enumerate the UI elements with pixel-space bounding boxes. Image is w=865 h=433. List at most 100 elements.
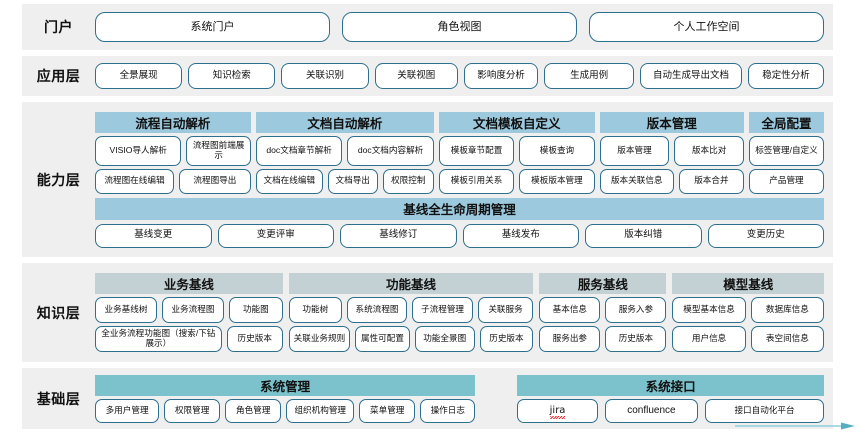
lifecycle-item-change-history[interactable]: 变更历史 (707, 223, 824, 248)
cap-item-version-merge[interactable]: 版本合并 (678, 168, 744, 194)
know-item-service-input-param[interactable]: 服务入参 (605, 297, 667, 323)
know-item-subflow-mgmt[interactable]: 子流程管理 (412, 297, 473, 323)
know-item-history-version[interactable]: 历史版本 (605, 326, 667, 352)
layer-label-application: 应用层 (36, 68, 81, 84)
group-title-function-baseline: 功能基线 (288, 273, 534, 294)
group-title-version-mgmt: 版本管理 (599, 111, 744, 133)
cap-item-product-mgmt[interactable]: 产品管理 (748, 168, 824, 194)
layer-label-capability: 能力层 (36, 171, 81, 188)
know-item-basic-info[interactable]: 基本信息 (539, 297, 601, 323)
group-title-system-mgmt: 系统管理 (95, 374, 476, 396)
base-item-confluence[interactable]: confluence (604, 398, 699, 423)
cap-item-version-relation-info[interactable]: 版本关联信息 (599, 168, 674, 194)
know-item-attribute-configurable[interactable]: 属性可配置 (355, 326, 410, 352)
app-item-relation-view[interactable]: 关联视图 (374, 63, 458, 89)
cap-item-doc-export[interactable]: 文档导出 (327, 168, 378, 194)
base-item-org-structure-mgmt[interactable]: 组织机构管理 (286, 398, 355, 423)
group-title-doc-template: 文档模板自定义 (438, 111, 595, 133)
knowledge-groups: 业务基线 业务基线树 业务流程图 功能图 全业务流程功能图（搜索/下钻展示） 历… (95, 273, 825, 352)
group-row: 多用户管理 权限管理 角色管理 组织机构管理 菜单管理 操作日志 (95, 398, 476, 423)
lifecycle-item-change-review[interactable]: 变更评审 (217, 223, 334, 248)
app-item-panorama[interactable]: 全景展现 (95, 63, 183, 89)
cap-item-doc-chapter-parse[interactable]: doc文档章节解析 (255, 135, 343, 166)
group-row: 用户信息 表空间信息 (672, 326, 825, 352)
portal-item-personal-workspace[interactable]: 个人工作空间 (589, 12, 824, 42)
group-title-system-interface: 系统接口 (517, 374, 824, 396)
know-item-service-output-param[interactable]: 服务出参 (539, 326, 601, 352)
app-item-relation-recognition[interactable]: 关联识别 (281, 63, 369, 89)
know-item-tablespace-info[interactable]: 表空间信息 (750, 326, 825, 352)
know-item-business-baseline-tree[interactable]: 业务基线树 (95, 297, 157, 323)
app-item-auto-export-doc[interactable]: 自动生成导出文档 (639, 63, 743, 89)
base-item-role-mgmt[interactable]: 角色管理 (225, 398, 282, 423)
know-item-related-service[interactable]: 关联服务 (477, 297, 534, 323)
portal-item-role-view[interactable]: 角色视图 (342, 12, 577, 42)
cap-item-template-chapter-config[interactable]: 模板章节配置 (438, 135, 515, 166)
cap-item-doc-content-parse[interactable]: doc文档内容解析 (347, 135, 434, 166)
group-row: 关联业务规则 属性可配置 功能全景图 历史版本 (288, 326, 534, 352)
group-title-process-parse: 流程自动解析 (95, 111, 251, 133)
cap-item-flowchart-online-edit[interactable]: 流程图在线编辑 (95, 168, 174, 194)
know-item-full-business-flow-function-chart[interactable]: 全业务流程功能图（搜索/下钻展示） (95, 326, 222, 352)
cap-item-visio-import-parse[interactable]: VISIO导人解析 (95, 135, 182, 166)
know-item-function-tree[interactable]: 功能树 (288, 297, 342, 323)
group-row: 全业务流程功能图（搜索/下钻展示） 历史版本 (95, 326, 283, 352)
group-row: 服务出参 历史版本 (539, 326, 667, 352)
group-row: jira confluence 接口自动化平台 (517, 398, 824, 423)
group-row: 文档在线编辑 文档导出 权限控制 (255, 168, 434, 194)
layer-portal: 门户 系统门户 角色视图 个人工作空间 (22, 4, 833, 50)
base-item-jira[interactable]: jira (517, 398, 598, 423)
group-title-doc-parse: 文档自动解析 (255, 111, 434, 133)
jira-label: jira (549, 404, 566, 419)
group-row: 模型基本信息 数据库信息 (672, 297, 825, 323)
portal-item-system-portal[interactable]: 系统门户 (95, 12, 330, 42)
know-item-history-version[interactable]: 历史版本 (479, 326, 534, 352)
know-item-system-flowchart[interactable]: 系统流程图 (346, 297, 408, 323)
lifecycle-band-title: 基线全生命周期管理 (95, 197, 824, 220)
cap-item-tag-mgmt-custom[interactable]: 标签管理/自定义 (748, 135, 824, 166)
capability-group-global-config: 全局配置 标签管理/自定义 产品管理 (748, 111, 824, 194)
knowledge-group-service-baseline: 服务基线 基本信息 服务入参 服务出参 历史版本 (539, 273, 667, 352)
cap-item-flowchart-frontend-display[interactable]: 流程图前端展示 (186, 135, 251, 166)
lifecycle-item-baseline-change[interactable]: 基线变更 (95, 223, 212, 248)
group-row: 功能树 系统流程图 子流程管理 关联服务 (288, 297, 534, 323)
app-item-impact-analysis[interactable]: 影响度分析 (463, 63, 539, 89)
cap-item-doc-online-edit[interactable]: 文档在线编辑 (255, 168, 323, 194)
know-item-related-business-rule[interactable]: 关联业务规则 (288, 326, 351, 352)
know-item-function-panorama[interactable]: 功能全景图 (414, 326, 475, 352)
know-item-user-info[interactable]: 用户信息 (672, 326, 746, 352)
lifecycle-item-version-correction[interactable]: 版本纠错 (585, 223, 702, 248)
base-item-permission-mgmt[interactable]: 权限管理 (164, 398, 221, 423)
portal-items: 系统门户 角色视图 个人工作空间 (95, 12, 833, 42)
cap-item-template-version-mgmt[interactable]: 模板版本管理 (519, 168, 595, 194)
group-title-global-config: 全局配置 (748, 111, 824, 133)
app-item-stability-analysis[interactable]: 稳定性分析 (748, 63, 824, 89)
capability-group-version-mgmt: 版本管理 版本管理 版本比对 版本关联信息 版本合并 (599, 111, 744, 194)
capability-groups: 流程自动解析 VISIO导人解析 流程图前端展示 流程图在线编辑 流程图导出 文… (95, 111, 824, 194)
app-item-generate-case[interactable]: 生成用例 (544, 63, 634, 89)
cap-item-template-reference[interactable]: 模板引用关系 (438, 168, 515, 194)
base-item-menu-mgmt[interactable]: 菜单管理 (359, 398, 416, 423)
base-item-api-automation-platform[interactable]: 接口自动化平台 (705, 398, 824, 423)
base-item-operation-log[interactable]: 操作日志 (420, 398, 476, 423)
cap-item-version-compare[interactable]: 版本比对 (674, 135, 744, 166)
app-item-knowledge-search[interactable]: 知识检索 (188, 63, 276, 89)
lifecycle-item-baseline-release[interactable]: 基线发布 (462, 223, 579, 248)
group-row: VISIO导人解析 流程图前端展示 (95, 135, 251, 166)
layer-capability: 能力层 流程自动解析 VISIO导人解析 流程图前端展示 流程图在线编辑 流程图… (22, 102, 833, 257)
layer-body-foundation: 系统管理 多用户管理 权限管理 角色管理 组织机构管理 菜单管理 操作日志 系统… (95, 374, 833, 423)
base-item-multi-user-mgmt[interactable]: 多用户管理 (95, 398, 160, 423)
layer-body-portal: 系统门户 角色视图 个人工作空间 (95, 12, 833, 42)
know-item-database-info[interactable]: 数据库信息 (750, 297, 825, 323)
layer-label-foundation: 基础层 (36, 390, 81, 407)
know-item-function-chart[interactable]: 功能图 (228, 297, 283, 323)
cap-item-permission-control[interactable]: 权限控制 (382, 168, 434, 194)
cap-item-flowchart-export[interactable]: 流程图导出 (178, 168, 251, 194)
know-item-history-version[interactable]: 历史版本 (226, 326, 283, 352)
group-row: 流程图在线编辑 流程图导出 (95, 168, 251, 194)
lifecycle-item-baseline-revision[interactable]: 基线修订 (340, 223, 457, 248)
know-item-model-basic-info[interactable]: 模型基本信息 (672, 297, 746, 323)
cap-item-version-manage[interactable]: 版本管理 (599, 135, 670, 166)
know-item-business-flowchart[interactable]: 业务流程图 (161, 297, 224, 323)
cap-item-template-query[interactable]: 模板查询 (519, 135, 595, 166)
